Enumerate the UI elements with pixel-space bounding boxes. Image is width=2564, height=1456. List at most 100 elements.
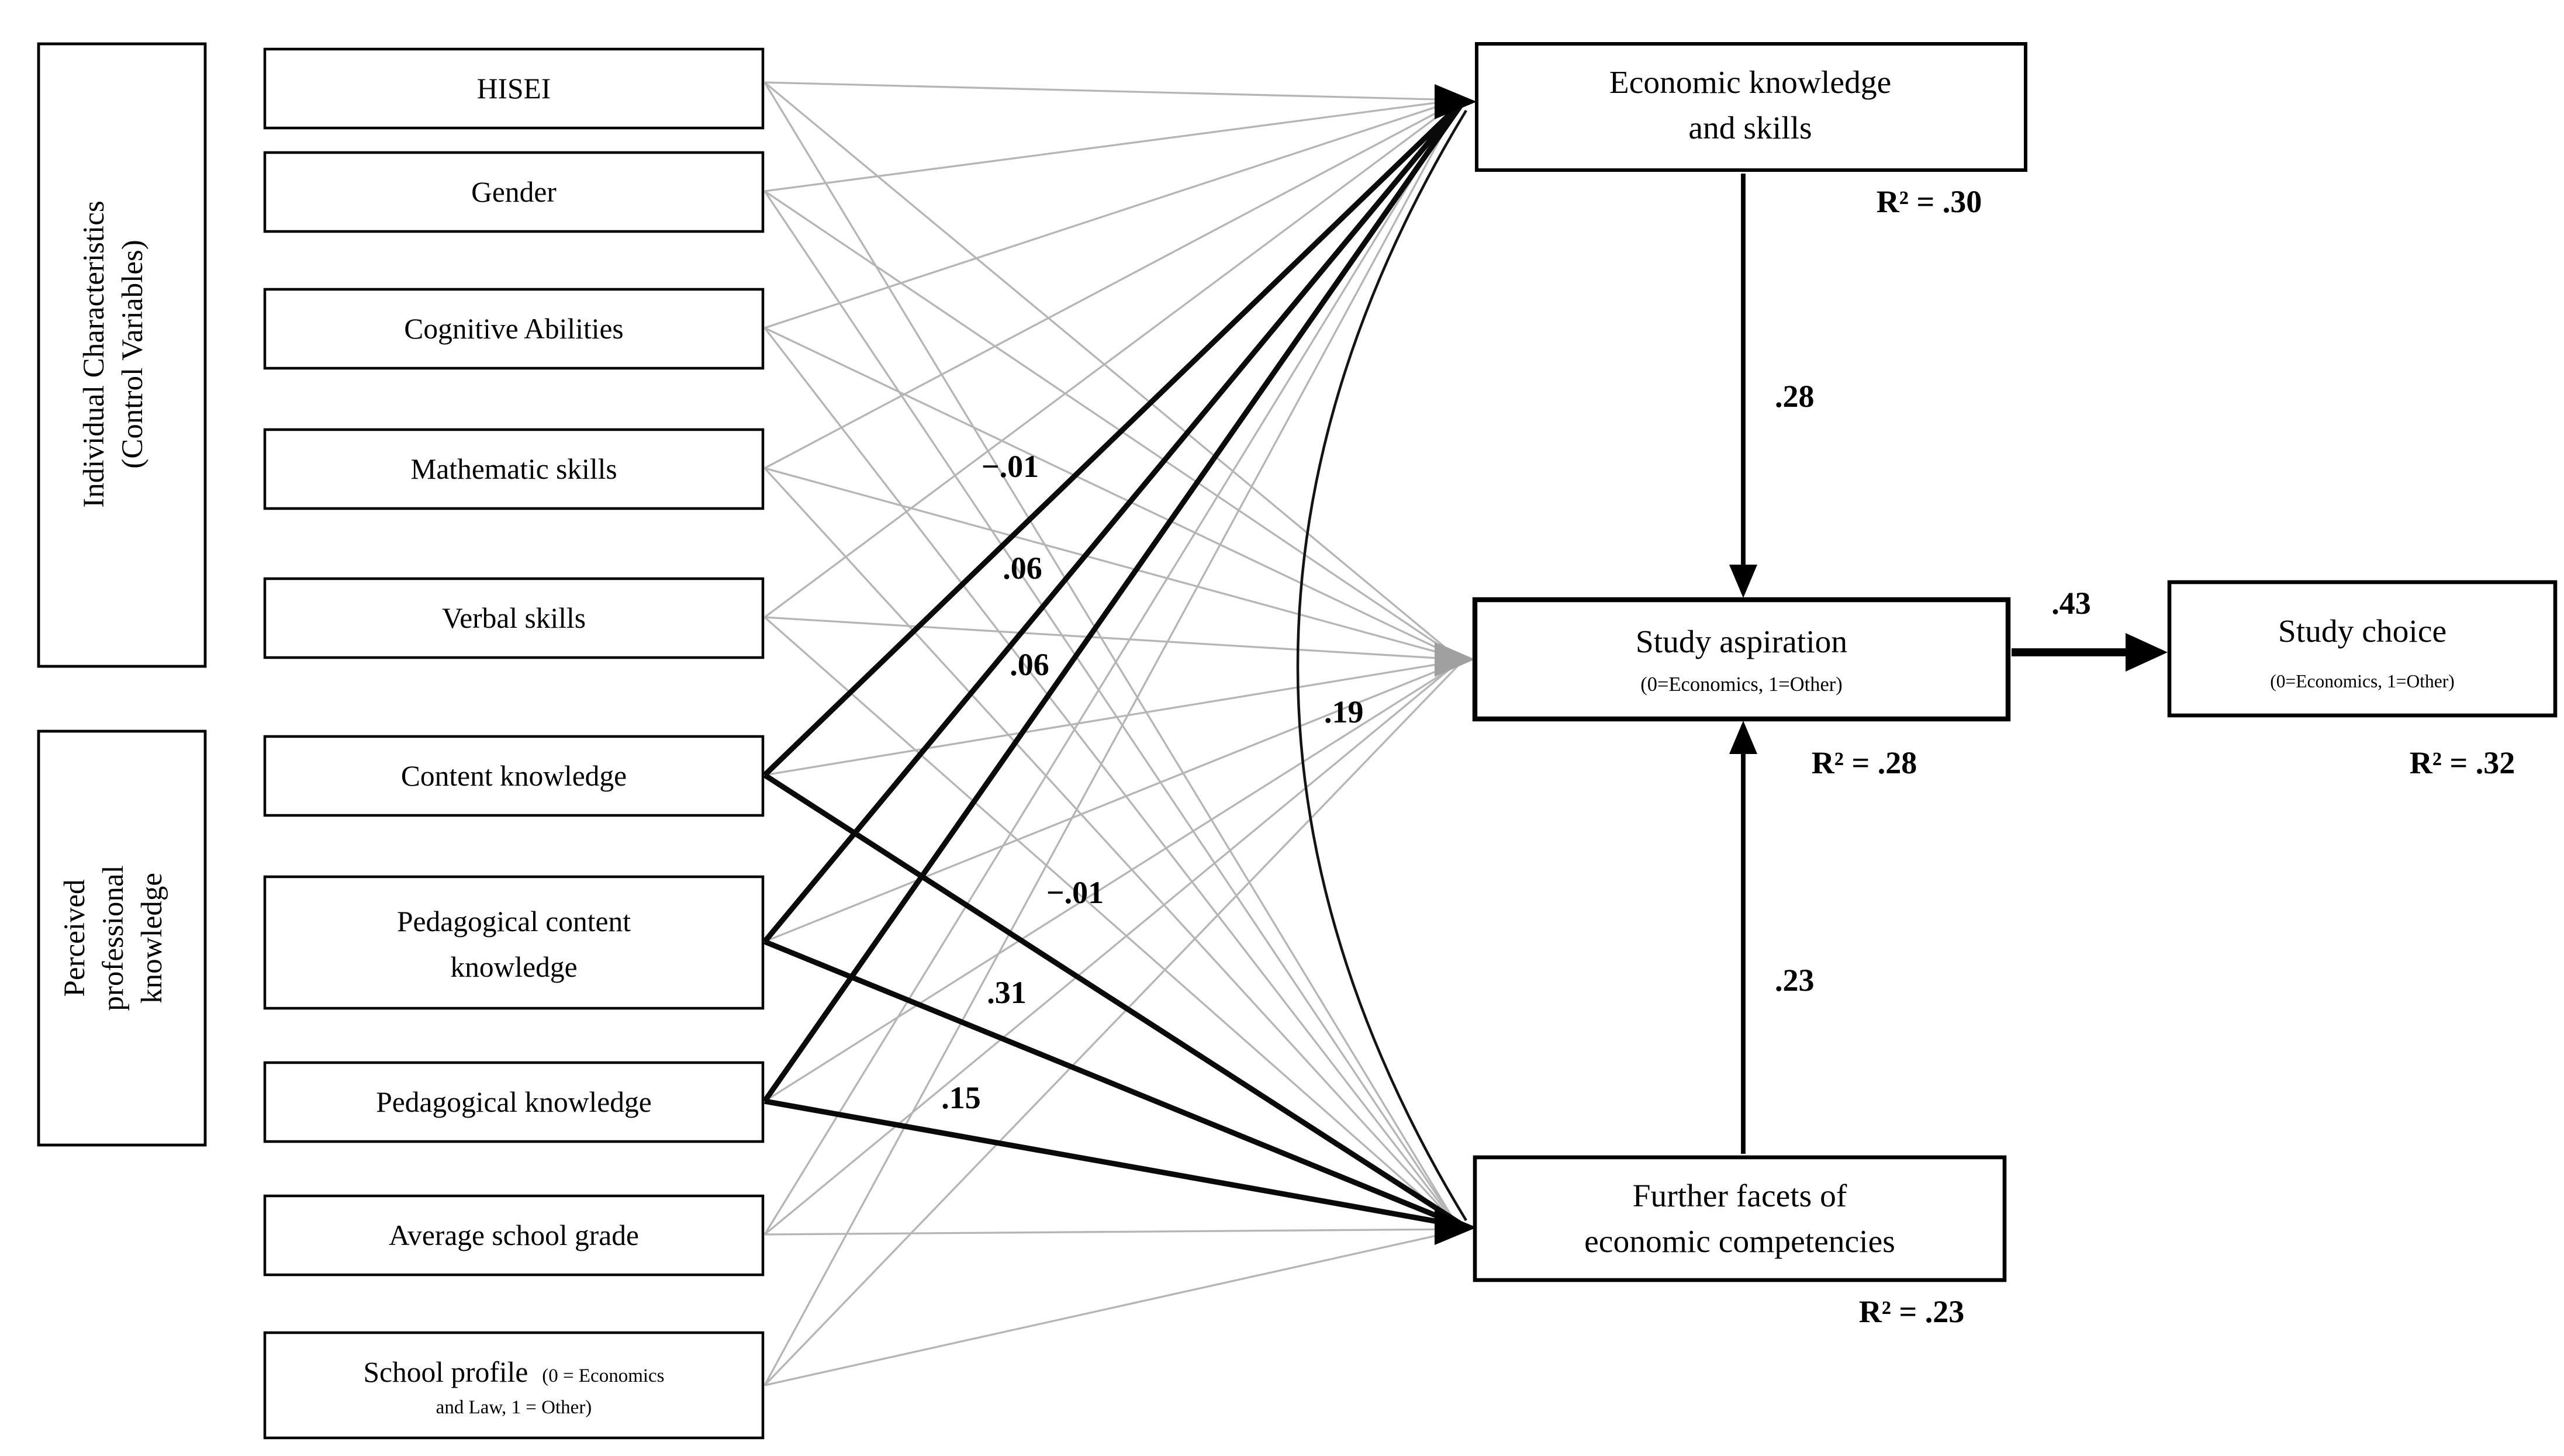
path-grade-to-further <box>764 1228 1458 1236</box>
path-grade-to-aspiration <box>763 662 1459 1236</box>
coefficient-labels: −.01 .06 .06 .19 −.01 .31 .15 .28 .23 .4… <box>941 379 2091 1115</box>
path-school-to-aspiration <box>763 665 1459 1386</box>
label-pck-line1: Pedagogical content <box>397 905 631 938</box>
path-content-to-further <box>763 773 1463 1226</box>
label-economic-line2: and skills <box>1688 110 1812 146</box>
arrowhead-into-aspiration <box>1435 642 1475 677</box>
r2-further: R² = .23 <box>1859 1294 1964 1329</box>
path-grade-to-economic <box>763 105 1459 1235</box>
path-verbal-to-aspiration <box>764 616 1458 660</box>
group-label-individual-line2: (Control Variables) <box>116 240 149 468</box>
label-study-aspiration: Study aspiration <box>1636 624 1847 660</box>
coef-pck-to-further: .31 <box>987 975 1027 1010</box>
label-pedagogical-knowledge: Pedagogical knowledge <box>376 1086 651 1118</box>
box-pedagogical-knowledge <box>263 1061 765 1143</box>
group-box-individual-characteristics <box>37 42 207 668</box>
group-label-perceived-line2: professional <box>97 865 130 1011</box>
label-further-line2: economic competencies <box>1584 1224 1895 1260</box>
label-study-choice-sub: (0=Economics, 1=Other) <box>2270 671 2454 691</box>
coef-economic-to-aspiration: .28 <box>1775 379 1815 414</box>
label-study-aspiration-sub: (0=Economics, 1=Other) <box>1640 673 1843 696</box>
box-pedagogical-content-knowledge <box>263 875 765 1010</box>
label-verbal-skills: Verbal skills <box>442 602 586 634</box>
path-gender-to-economic <box>764 99 1458 192</box>
coef-content-to-economic: −.01 <box>982 449 1039 484</box>
label-hisei: HISEI <box>477 72 551 105</box>
arrowhead-into-economic <box>1435 84 1477 119</box>
path-cognitive-to-economic <box>764 99 1458 329</box>
box-economic-knowledge <box>1475 42 2027 172</box>
predictor-boxes: HISEI Gender Cognitive Abilities Mathema… <box>263 47 765 1440</box>
box-content-knowledge <box>263 735 765 817</box>
label-pck-line2: knowledge <box>450 951 577 983</box>
path-pck-to-aspiration <box>764 662 1458 943</box>
coef-pedagogical-to-further: .15 <box>941 1080 981 1115</box>
box-study-choice <box>2167 580 2558 718</box>
label-study-choice: Study choice <box>2278 614 2446 649</box>
r2-economic: R² = .30 <box>1877 184 1982 219</box>
coef-pedagogical-to-economic: .06 <box>1010 647 1049 682</box>
box-hisei <box>263 47 765 130</box>
path-content-to-economic <box>762 101 1463 777</box>
black-paths <box>762 101 1463 1229</box>
r2-choice: R² = .32 <box>2410 745 2515 780</box>
box-further-facets <box>1473 1155 2007 1282</box>
label-school-profile-main: School profile <box>363 1356 528 1388</box>
path-school-to-further <box>764 1230 1458 1386</box>
path-school-to-economic <box>763 106 1459 1386</box>
label-school-profile-sub2: and Law, 1 = Other) <box>436 1397 592 1418</box>
group-box-perceived-professional <box>37 729 207 1147</box>
box-cognitive-abilities <box>263 288 765 370</box>
arrowhead-further-to-aspiration <box>1729 721 1757 754</box>
label-gender: Gender <box>471 176 557 208</box>
group-label-individual-line1: Individual Characteristics <box>78 200 110 507</box>
box-verbal-skills <box>263 577 765 659</box>
box-gender <box>263 151 765 233</box>
r2-aspiration: R² = .28 <box>1812 745 1917 780</box>
label-school-profile-sub1: (0 = Economics <box>542 1365 664 1386</box>
coef-aspiration-to-choice: .43 <box>2051 586 2091 621</box>
group-label-perceived-line1: Perceived <box>58 879 91 997</box>
path-gender-to-aspiration <box>764 190 1458 659</box>
path-math-to-economic <box>764 101 1458 469</box>
path-math-to-aspiration <box>764 467 1458 659</box>
arrowhead-into-further <box>1435 1210 1477 1245</box>
path-pedagogical-to-further <box>764 1098 1461 1229</box>
box-average-school-grade <box>263 1194 765 1277</box>
path-pedagogical-to-aspiration <box>764 663 1458 1102</box>
coef-pck-to-economic: .06 <box>1003 551 1042 586</box>
coef-further-to-aspiration: .23 <box>1775 963 1815 998</box>
path-pedagogical-to-economic <box>762 103 1463 1103</box>
path-math-to-further <box>763 467 1459 1227</box>
path-content-to-aspiration <box>764 660 1458 776</box>
arrowhead-economic-to-aspiration <box>1729 565 1757 598</box>
path-gender-to-further <box>763 191 1459 1226</box>
path-hisei-to-aspiration <box>763 81 1459 659</box>
label-average-school-grade: Average school grade <box>389 1219 639 1251</box>
label-cognitive-abilities: Cognitive Abilities <box>404 313 623 345</box>
label-economic-line1: Economic knowledge <box>1609 65 1891 101</box>
label-school-profile-line1: School profile (0 = Economics <box>363 1356 664 1388</box>
label-content-knowledge: Content knowledge <box>401 760 627 792</box>
box-study-aspiration <box>1472 597 2011 722</box>
correlation-arc-economic-further <box>1296 109 1467 1222</box>
path-hisei-to-economic <box>764 81 1458 101</box>
path-pck-to-further <box>763 939 1462 1229</box>
coef-correlation: .19 <box>1324 694 1364 729</box>
coef-content-to-further: −.01 <box>1046 875 1104 910</box>
path-pck-to-economic <box>762 102 1463 943</box>
arrowhead-aspiration-to-choice <box>2126 633 2168 672</box>
outcome-boxes: Economic knowledge and skills R² = .30 S… <box>1472 42 2558 1329</box>
path-verbal-to-economic <box>764 101 1458 618</box>
path-cognitive-to-further <box>763 327 1459 1227</box>
label-further-line1: Further facets of <box>1633 1178 1847 1214</box>
group-label-perceived-line3: knowledge <box>136 873 168 1004</box>
box-school-profile <box>263 1331 765 1440</box>
gray-paths <box>763 81 1459 1386</box>
path-verbal-to-further <box>763 616 1459 1229</box>
path-hisei-to-further <box>763 82 1459 1226</box>
path-cognitive-to-aspiration <box>764 327 1458 659</box>
structural-arrows <box>1729 174 2168 1154</box>
